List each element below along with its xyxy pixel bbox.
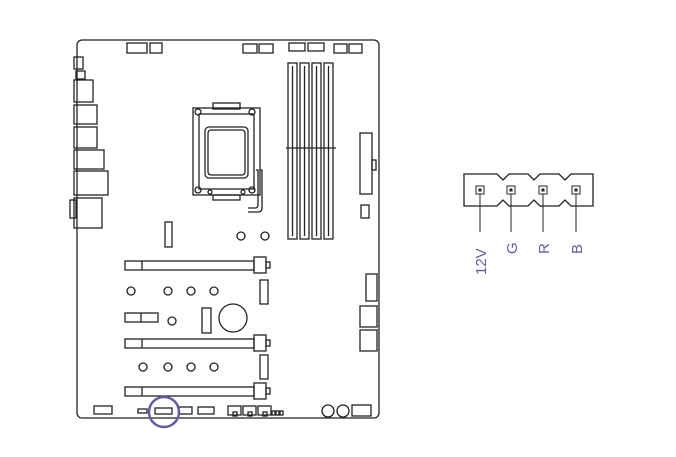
- bottom-headers: [93, 404, 372, 418]
- pcie-slot-1: [124, 256, 271, 274]
- motherboard: [69, 39, 380, 429]
- rear-io-ports: [69, 56, 109, 229]
- pcie-slot-2: [124, 334, 271, 352]
- cpu-socket: [192, 102, 263, 213]
- right-connectors: [359, 132, 378, 352]
- highlight-circle: [147, 395, 181, 429]
- dimm-slots: [286, 62, 336, 240]
- pcie-slot-3: [124, 382, 271, 400]
- header-body: [463, 173, 594, 207]
- top-headers: [126, 42, 363, 54]
- pin-1: [475, 185, 485, 232]
- pin-3: [538, 185, 548, 232]
- pin-2: [506, 185, 516, 232]
- board-outline: [76, 39, 380, 419]
- rgb-header-pinout: 12V G R B: [463, 173, 594, 275]
- pin-4: [571, 185, 581, 232]
- pin-label-r: R: [536, 243, 553, 254]
- pin-label-12v: 12V: [473, 248, 490, 275]
- pin-label-g: G: [504, 242, 521, 254]
- cmos-battery: [218, 303, 248, 333]
- pin-label-b: B: [569, 244, 586, 254]
